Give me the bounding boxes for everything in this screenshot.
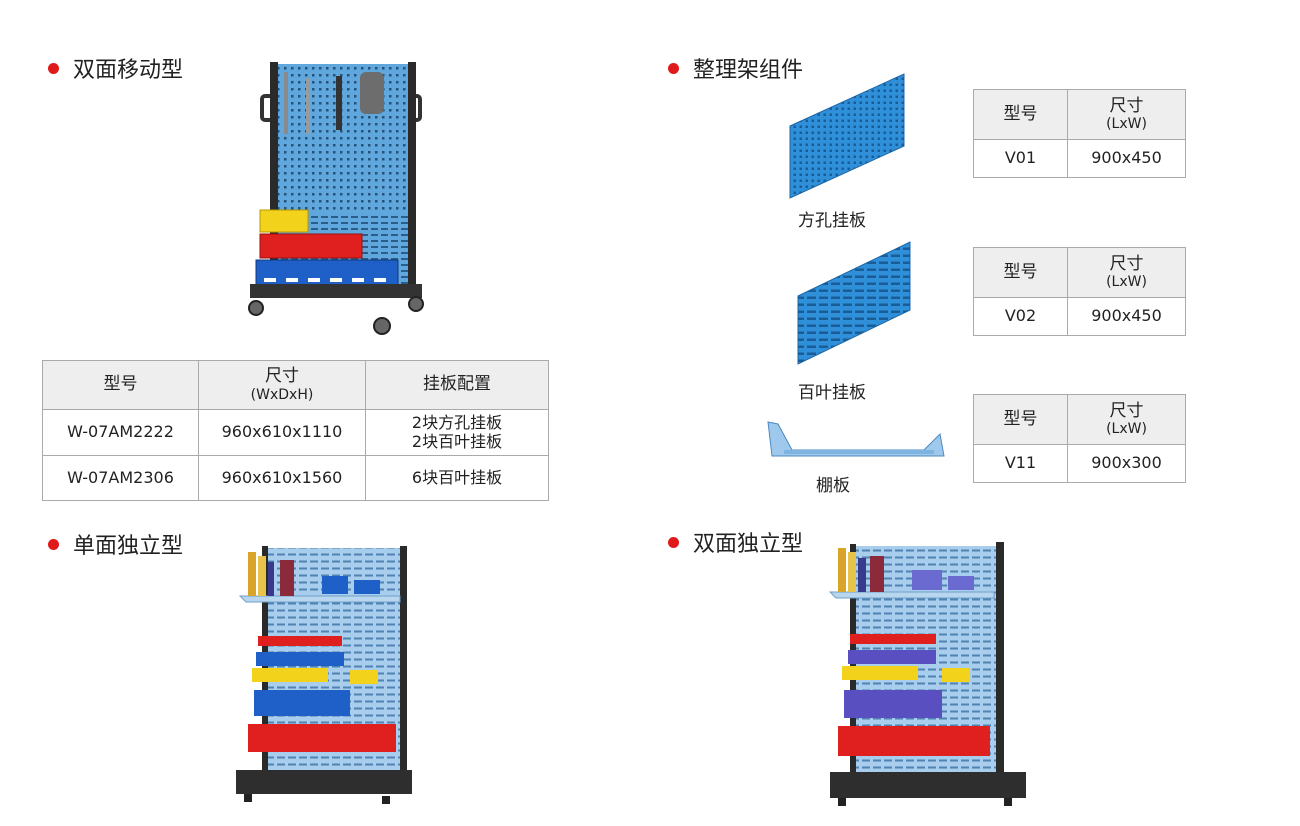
header-config: 挂板配置 xyxy=(365,360,549,410)
component-table-v11: 型号 尺寸 (LxW) V11 900x300 xyxy=(973,394,1186,483)
shelf-board-image xyxy=(767,421,945,457)
section-heading-double-standalone: 双面独立型 xyxy=(668,526,803,558)
section-heading-organizer-parts: 整理架组件 xyxy=(668,52,803,84)
cell-model: V02 xyxy=(973,297,1068,336)
cell-size: 960x610x1110 xyxy=(198,409,366,456)
cell-config: 6块百叶挂板 xyxy=(365,455,549,501)
square-hole-panel-image xyxy=(789,73,905,199)
header-model: 型号 xyxy=(973,394,1068,445)
table-row: V11 900x300 xyxy=(973,444,1186,483)
bullet-icon xyxy=(668,536,679,548)
component-table-v02: 型号 尺寸 (LxW) V02 900x450 xyxy=(973,247,1186,336)
cell-size: 900x450 xyxy=(1067,297,1186,336)
section-title: 单面独立型 xyxy=(73,534,184,559)
section-heading-double-mobile: 双面移动型 xyxy=(48,52,183,84)
section-title: 双面移动型 xyxy=(73,58,184,83)
header-size: 尺寸 (WxDxH) xyxy=(198,360,366,410)
header-size-sub: (WxDxH) xyxy=(250,386,314,403)
component-caption: 方孔挂板 xyxy=(798,211,866,231)
header-model: 型号 xyxy=(42,360,199,410)
bullet-icon xyxy=(48,538,59,550)
double-standalone-rack-image xyxy=(828,542,1026,806)
header-size-sub: (LxW) xyxy=(1106,116,1147,133)
section-title: 双面独立型 xyxy=(693,532,804,557)
header-size-sub: (LxW) xyxy=(1106,421,1147,438)
component-table-v01: 型号 尺寸 (LxW) V01 900x450 xyxy=(973,89,1186,178)
table-row: V02 900x450 xyxy=(973,297,1186,336)
bullet-icon xyxy=(668,62,679,74)
table-row: W-07AM2222 960x610x1110 2块方孔挂板 2块百叶挂板 xyxy=(42,409,549,456)
cell-model: W-07AM2306 xyxy=(42,455,199,501)
cell-model: W-07AM2222 xyxy=(42,409,199,456)
cell-size: 900x450 xyxy=(1067,139,1186,178)
header-size: 尺寸 (LxW) xyxy=(1067,89,1186,140)
table-header-row: 型号 尺寸 (LxW) xyxy=(973,247,1186,298)
double-mobile-cart-image xyxy=(248,62,424,335)
header-model: 型号 xyxy=(973,89,1068,140)
main-spec-table: 型号 尺寸 (WxDxH) 挂板配置 W-07AM2222 960x610x11… xyxy=(42,360,549,501)
header-size-label: 尺寸 xyxy=(265,366,299,387)
header-size-sub: (LxW) xyxy=(1106,274,1147,291)
config-line: 6块百叶挂板 xyxy=(411,467,503,487)
single-standalone-rack-image xyxy=(236,546,412,804)
config-line: 2块方孔挂板 xyxy=(411,413,503,433)
table-row: V01 900x450 xyxy=(973,139,1186,178)
component-caption: 百叶挂板 xyxy=(798,383,866,403)
section-title: 整理架组件 xyxy=(693,58,804,83)
table-header-row: 型号 尺寸 (WxDxH) 挂板配置 xyxy=(42,360,549,410)
header-size: 尺寸 (LxW) xyxy=(1067,247,1186,298)
header-size-label: 尺寸 xyxy=(1109,95,1144,116)
section-heading-single-standalone: 单面独立型 xyxy=(48,528,183,560)
cell-model: V11 xyxy=(973,444,1068,483)
cell-config: 2块方孔挂板 2块百叶挂板 xyxy=(365,409,549,456)
bullet-icon xyxy=(48,62,59,74)
header-size: 尺寸 (LxW) xyxy=(1067,394,1186,445)
cell-model: V01 xyxy=(973,139,1068,178)
component-caption: 棚板 xyxy=(816,476,850,496)
header-size-label: 尺寸 xyxy=(1109,253,1144,274)
header-size-label: 尺寸 xyxy=(1109,400,1144,421)
louvered-panel-image xyxy=(797,241,911,365)
cell-size: 960x610x1560 xyxy=(198,455,366,501)
table-header-row: 型号 尺寸 (LxW) xyxy=(973,89,1186,140)
table-header-row: 型号 尺寸 (LxW) xyxy=(973,394,1186,445)
header-model: 型号 xyxy=(973,247,1068,298)
config-line: 2块百叶挂板 xyxy=(411,431,503,451)
cell-size: 900x300 xyxy=(1067,444,1186,483)
table-row: W-07AM2306 960x610x1560 6块百叶挂板 xyxy=(42,455,549,501)
